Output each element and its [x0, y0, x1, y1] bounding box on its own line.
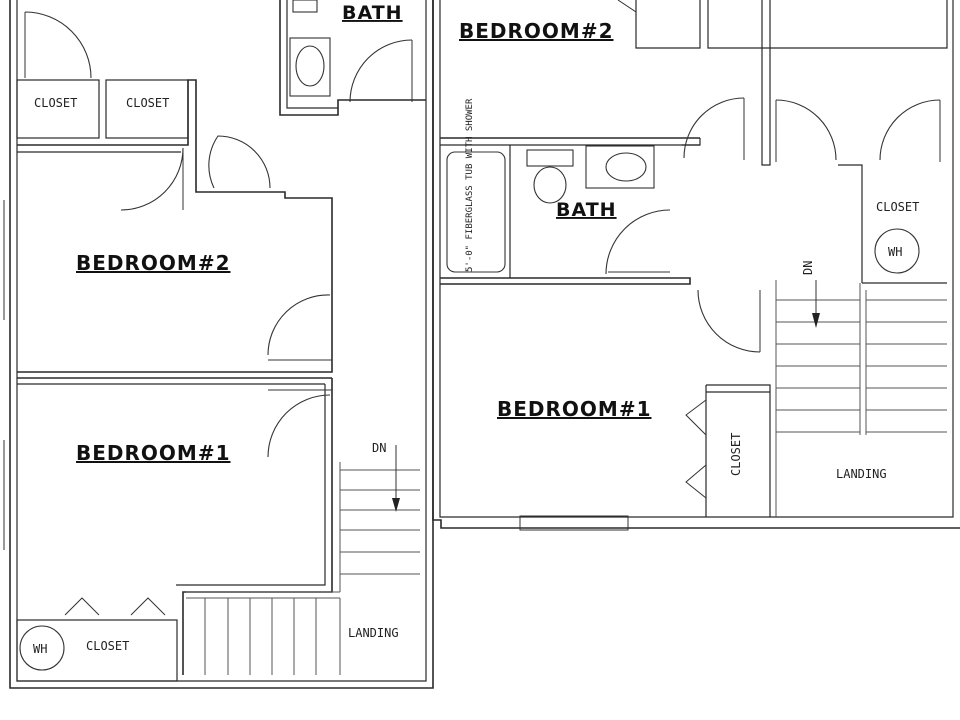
right-landing-label: LANDING: [836, 467, 887, 481]
right-bath-door[interactable]: [605, 209, 671, 275]
right-tub-note: 5'-0" FIBERGLASS TUB WITH SHOWER: [465, 98, 475, 272]
left-closet-a: [16, 79, 100, 139]
left-bath-label: BATH: [342, 2, 403, 24]
left-bath-door[interactable]: [349, 39, 413, 103]
left-bedroom2-label: BEDROOM#2: [76, 251, 231, 275]
right-hall-door-a[interactable]: [683, 97, 745, 159]
right-closet-bed1-label: CLOSET: [729, 433, 743, 476]
left-closet-b-label: CLOSET: [126, 96, 169, 110]
right-dn-label: DN: [801, 261, 815, 275]
left-stairs: [186, 445, 420, 675]
right-bath-label: BATH: [556, 199, 617, 221]
left-closet-c: [16, 619, 178, 682]
left-closet-c-label: CLOSET: [86, 639, 129, 653]
left-closet-a-door[interactable]: [24, 11, 92, 79]
right-wh-label: WH: [888, 245, 902, 259]
right-bed1-window: [519, 515, 629, 531]
right-stairs: [775, 280, 947, 517]
right-bath-tub: [446, 151, 506, 273]
right-bedroom1-label: BEDROOM#1: [497, 397, 652, 421]
right-closet-door[interactable]: [879, 99, 941, 161]
left-bedroom1-label: BEDROOM#1: [76, 441, 231, 465]
right-bed1-door[interactable]: [697, 289, 761, 353]
left-bed2-hall-door[interactable]: [208, 135, 271, 189]
right-water-heater: [874, 228, 920, 274]
right-toilet-tank: [526, 149, 574, 167]
right-closet-wh-label: CLOSET: [876, 200, 919, 214]
left-unit: [3, 0, 434, 689]
left-bed1-door[interactable]: [267, 394, 331, 458]
left-bed2-door[interactable]: [267, 294, 331, 356]
left-dn-label: DN: [372, 441, 386, 455]
right-bedroom2-label: BEDROOM#2: [459, 19, 614, 43]
left-landing-label: LANDING: [348, 626, 399, 640]
left-water-heater: [19, 625, 65, 671]
left-closet-a-label: CLOSET: [34, 96, 77, 110]
right-hall-door-b[interactable]: [775, 99, 837, 161]
left-wh-label: WH: [33, 642, 47, 656]
right-unit: [432, 0, 960, 531]
right-bath-sink: [605, 152, 647, 182]
left-bath-sink: [295, 45, 325, 87]
right-toilet: [533, 166, 567, 204]
left-closet-b-door[interactable]: [120, 147, 184, 211]
